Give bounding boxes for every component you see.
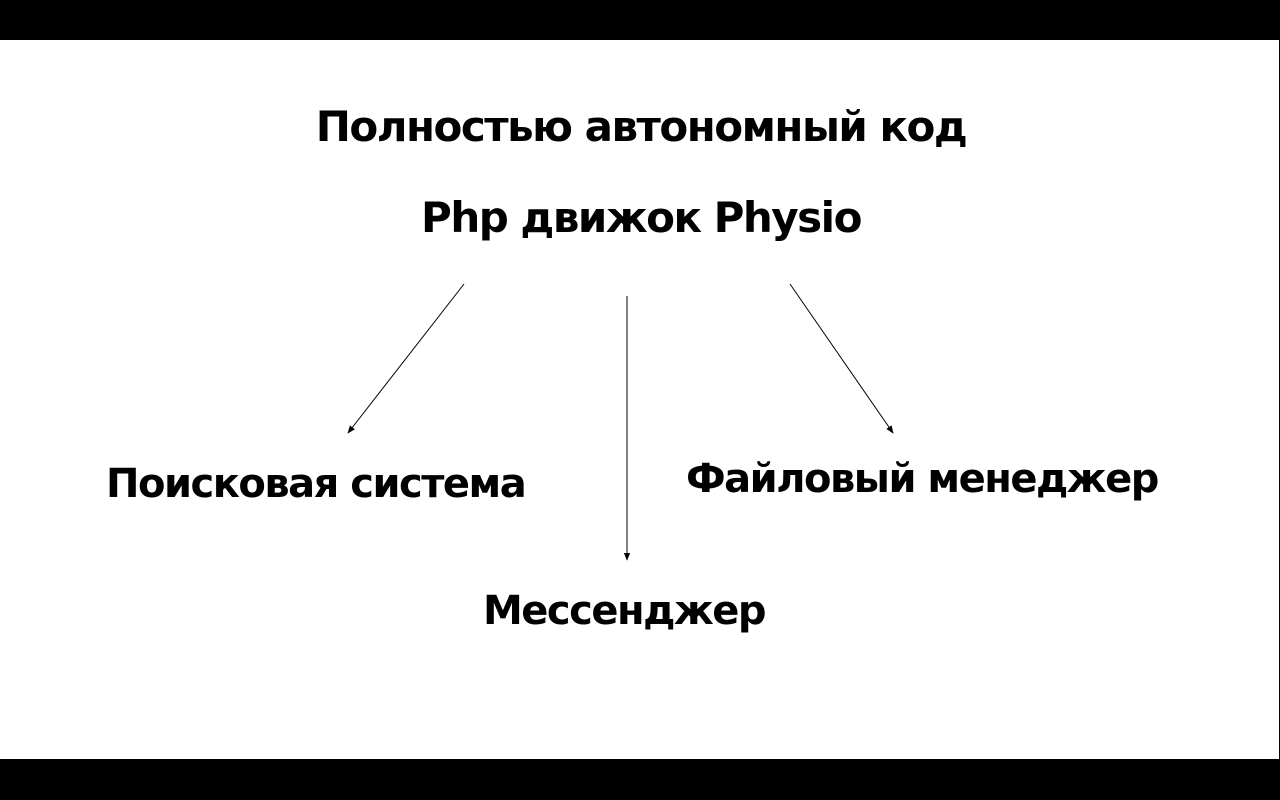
letterbox-top [0,0,1280,40]
arrow-to-search [347,283,465,434]
slide-title: Полностью автономный код [315,102,968,151]
node-files: Файловый менеджер [686,456,1159,502]
slide: Полностью автономный код Php движок Phys… [0,40,1279,759]
arrow-to-files [789,283,894,434]
letterbox-bottom [0,759,1280,800]
node-messenger: Мессенджер [483,588,767,634]
node-search: Поисковая система [106,461,527,507]
diagram-arrows [347,283,894,561]
root-node: Php движок Physio [421,193,862,242]
